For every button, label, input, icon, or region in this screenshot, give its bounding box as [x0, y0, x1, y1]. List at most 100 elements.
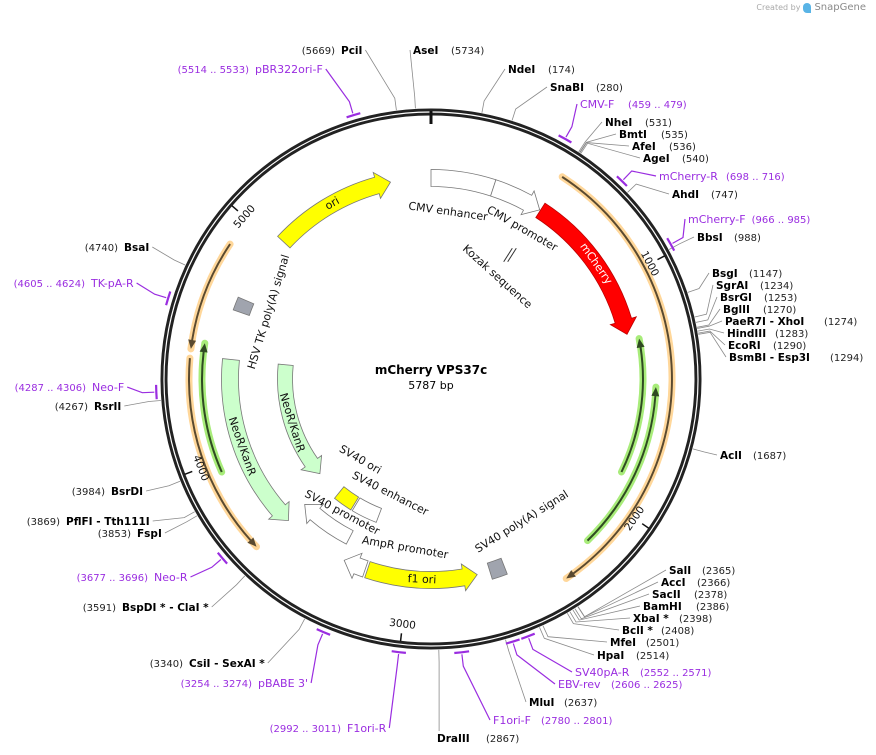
enzyme-leader — [511, 86, 548, 121]
enzyme-position: (1283) — [775, 329, 808, 340]
primer-binding-mark — [316, 628, 331, 636]
ampr-promoter-label: AmpR promoter — [361, 534, 450, 562]
enzyme-name: SgrAI — [716, 280, 748, 292]
primer-leader — [528, 637, 573, 673]
enzyme-name: AccI — [661, 577, 685, 589]
enzyme-name: BsaI — [124, 242, 149, 254]
primer-name: mCherry-R — [659, 170, 718, 183]
enzyme-leader — [569, 611, 631, 623]
tick-mark — [231, 205, 239, 212]
primer-binding-mark — [346, 112, 361, 119]
enzyme-name: EcoRI — [728, 340, 761, 352]
enzyme-name: SacII — [652, 589, 681, 601]
enzyme-leader — [574, 593, 650, 620]
kozak-mark — [507, 248, 517, 263]
enzyme-name: FspI — [137, 528, 162, 540]
sv40-ori-feature — [333, 486, 360, 511]
tick-mark — [399, 633, 403, 642]
green-orf-halo — [618, 335, 647, 476]
primer-range: (3254 .. 3274) — [181, 679, 253, 690]
enzyme-leader — [365, 49, 397, 111]
enzyme-name: MfeI — [610, 637, 636, 649]
mcherry-feature — [535, 202, 638, 335]
ori-feature — [277, 171, 392, 249]
enzyme-leader — [152, 246, 186, 266]
enzyme-name: BbsI — [697, 232, 723, 244]
ampr-promoter-feature — [343, 552, 369, 580]
tick-mark — [184, 470, 193, 476]
kozak-sequence-label: Kozak sequence — [460, 242, 535, 311]
green-orf-arrow — [620, 338, 645, 473]
enzyme-leader — [505, 639, 527, 703]
enzyme-leader — [695, 296, 718, 323]
enzyme-leader — [577, 581, 659, 618]
neor-kanr-feature — [277, 363, 323, 475]
primer-leader — [622, 170, 657, 181]
orange-orf-arrow — [188, 243, 231, 349]
enzyme-position: (1234) — [760, 281, 793, 292]
enzyme-name: HindIII — [727, 328, 766, 340]
enzyme-name: BamHI — [643, 601, 682, 613]
enzyme-position: (280) — [596, 83, 623, 94]
enzyme-leader — [692, 448, 718, 456]
enzyme-leader — [578, 121, 603, 153]
enzyme-name: PaeR7I - XhoI — [725, 316, 804, 328]
enzyme-name: HpaI — [597, 650, 624, 662]
sv40-poly-a-signal-feature — [486, 557, 508, 580]
primer-name: pBR322ori-F — [255, 63, 323, 76]
hsv-tk-poly-a-signal-feature — [232, 296, 255, 317]
primer-leader — [565, 103, 578, 138]
tick-label: 4000 — [190, 454, 211, 483]
enzyme-leader — [124, 400, 161, 407]
f1-ori-feature — [364, 561, 478, 592]
enzyme-position: (747) — [711, 190, 738, 201]
enzyme-name: DraIII — [437, 733, 470, 745]
primer-binding-mark — [454, 650, 470, 655]
enzyme-leader — [211, 575, 246, 608]
primer-name: TK-pA-R — [90, 277, 134, 290]
primer-name: EBV-rev — [558, 678, 601, 691]
primer-range: (966 .. 985) — [752, 215, 811, 226]
enzyme-name: XbaI * — [633, 613, 669, 625]
primer-binding-mark — [165, 291, 172, 306]
brand-name: SnapGene — [814, 2, 866, 13]
primer-binding-mark — [666, 237, 676, 252]
enzyme-name: BmtI — [619, 129, 647, 141]
enzyme-leader — [267, 618, 306, 664]
primer-name: mCherry-F — [688, 213, 746, 226]
enzyme-leader — [572, 605, 641, 621]
sv40-poly-a-signal-label: SV40 poly(A) signal — [473, 488, 571, 556]
primer-range: (4287 .. 4306) — [15, 383, 87, 394]
enzyme-position: (1270) — [763, 305, 796, 316]
enzyme-name: BsgI — [712, 268, 738, 280]
primer-name: Neo-F — [92, 381, 124, 394]
snapgene-credit: Created by SnapGene — [756, 2, 866, 13]
green-orf-halo — [198, 339, 226, 476]
enzyme-name: NheI — [605, 117, 632, 129]
enzyme-leader — [696, 308, 721, 328]
leader-lines — [124, 49, 727, 731]
primer-binding-mark — [616, 175, 628, 187]
primer-name: Neo-R — [154, 571, 188, 584]
enzyme-leader — [152, 511, 195, 522]
enzyme-position: (2867) — [486, 734, 519, 745]
primer-range: (459 .. 479) — [628, 100, 687, 111]
enzyme-name: CsiI - SexAI * — [189, 658, 265, 670]
enzyme-position: (536) — [669, 142, 696, 153]
green-orf-arrow — [199, 343, 223, 473]
primer-leader — [190, 559, 222, 578]
site-labels: PciI(5669)AseI(5734)NdeI(174)SnaBI(280)N… — [14, 45, 864, 745]
primer-range: (5514 .. 5533) — [178, 65, 250, 76]
enzyme-name: PflFI - Tth111I — [66, 516, 150, 528]
enzyme-name: RsrII — [94, 401, 121, 413]
enzyme-position: (3984) — [72, 487, 105, 498]
enzyme-leader — [539, 627, 595, 656]
enzyme-position: (3340) — [150, 659, 183, 670]
primer-binding-mark — [155, 384, 158, 400]
snapgene-logo-icon — [803, 2, 812, 13]
primer-name: F1ori-R — [347, 722, 387, 735]
enzyme-leader — [580, 142, 641, 159]
enzyme-position: (2514) — [636, 651, 669, 662]
enzyme-position: (540) — [682, 154, 709, 165]
